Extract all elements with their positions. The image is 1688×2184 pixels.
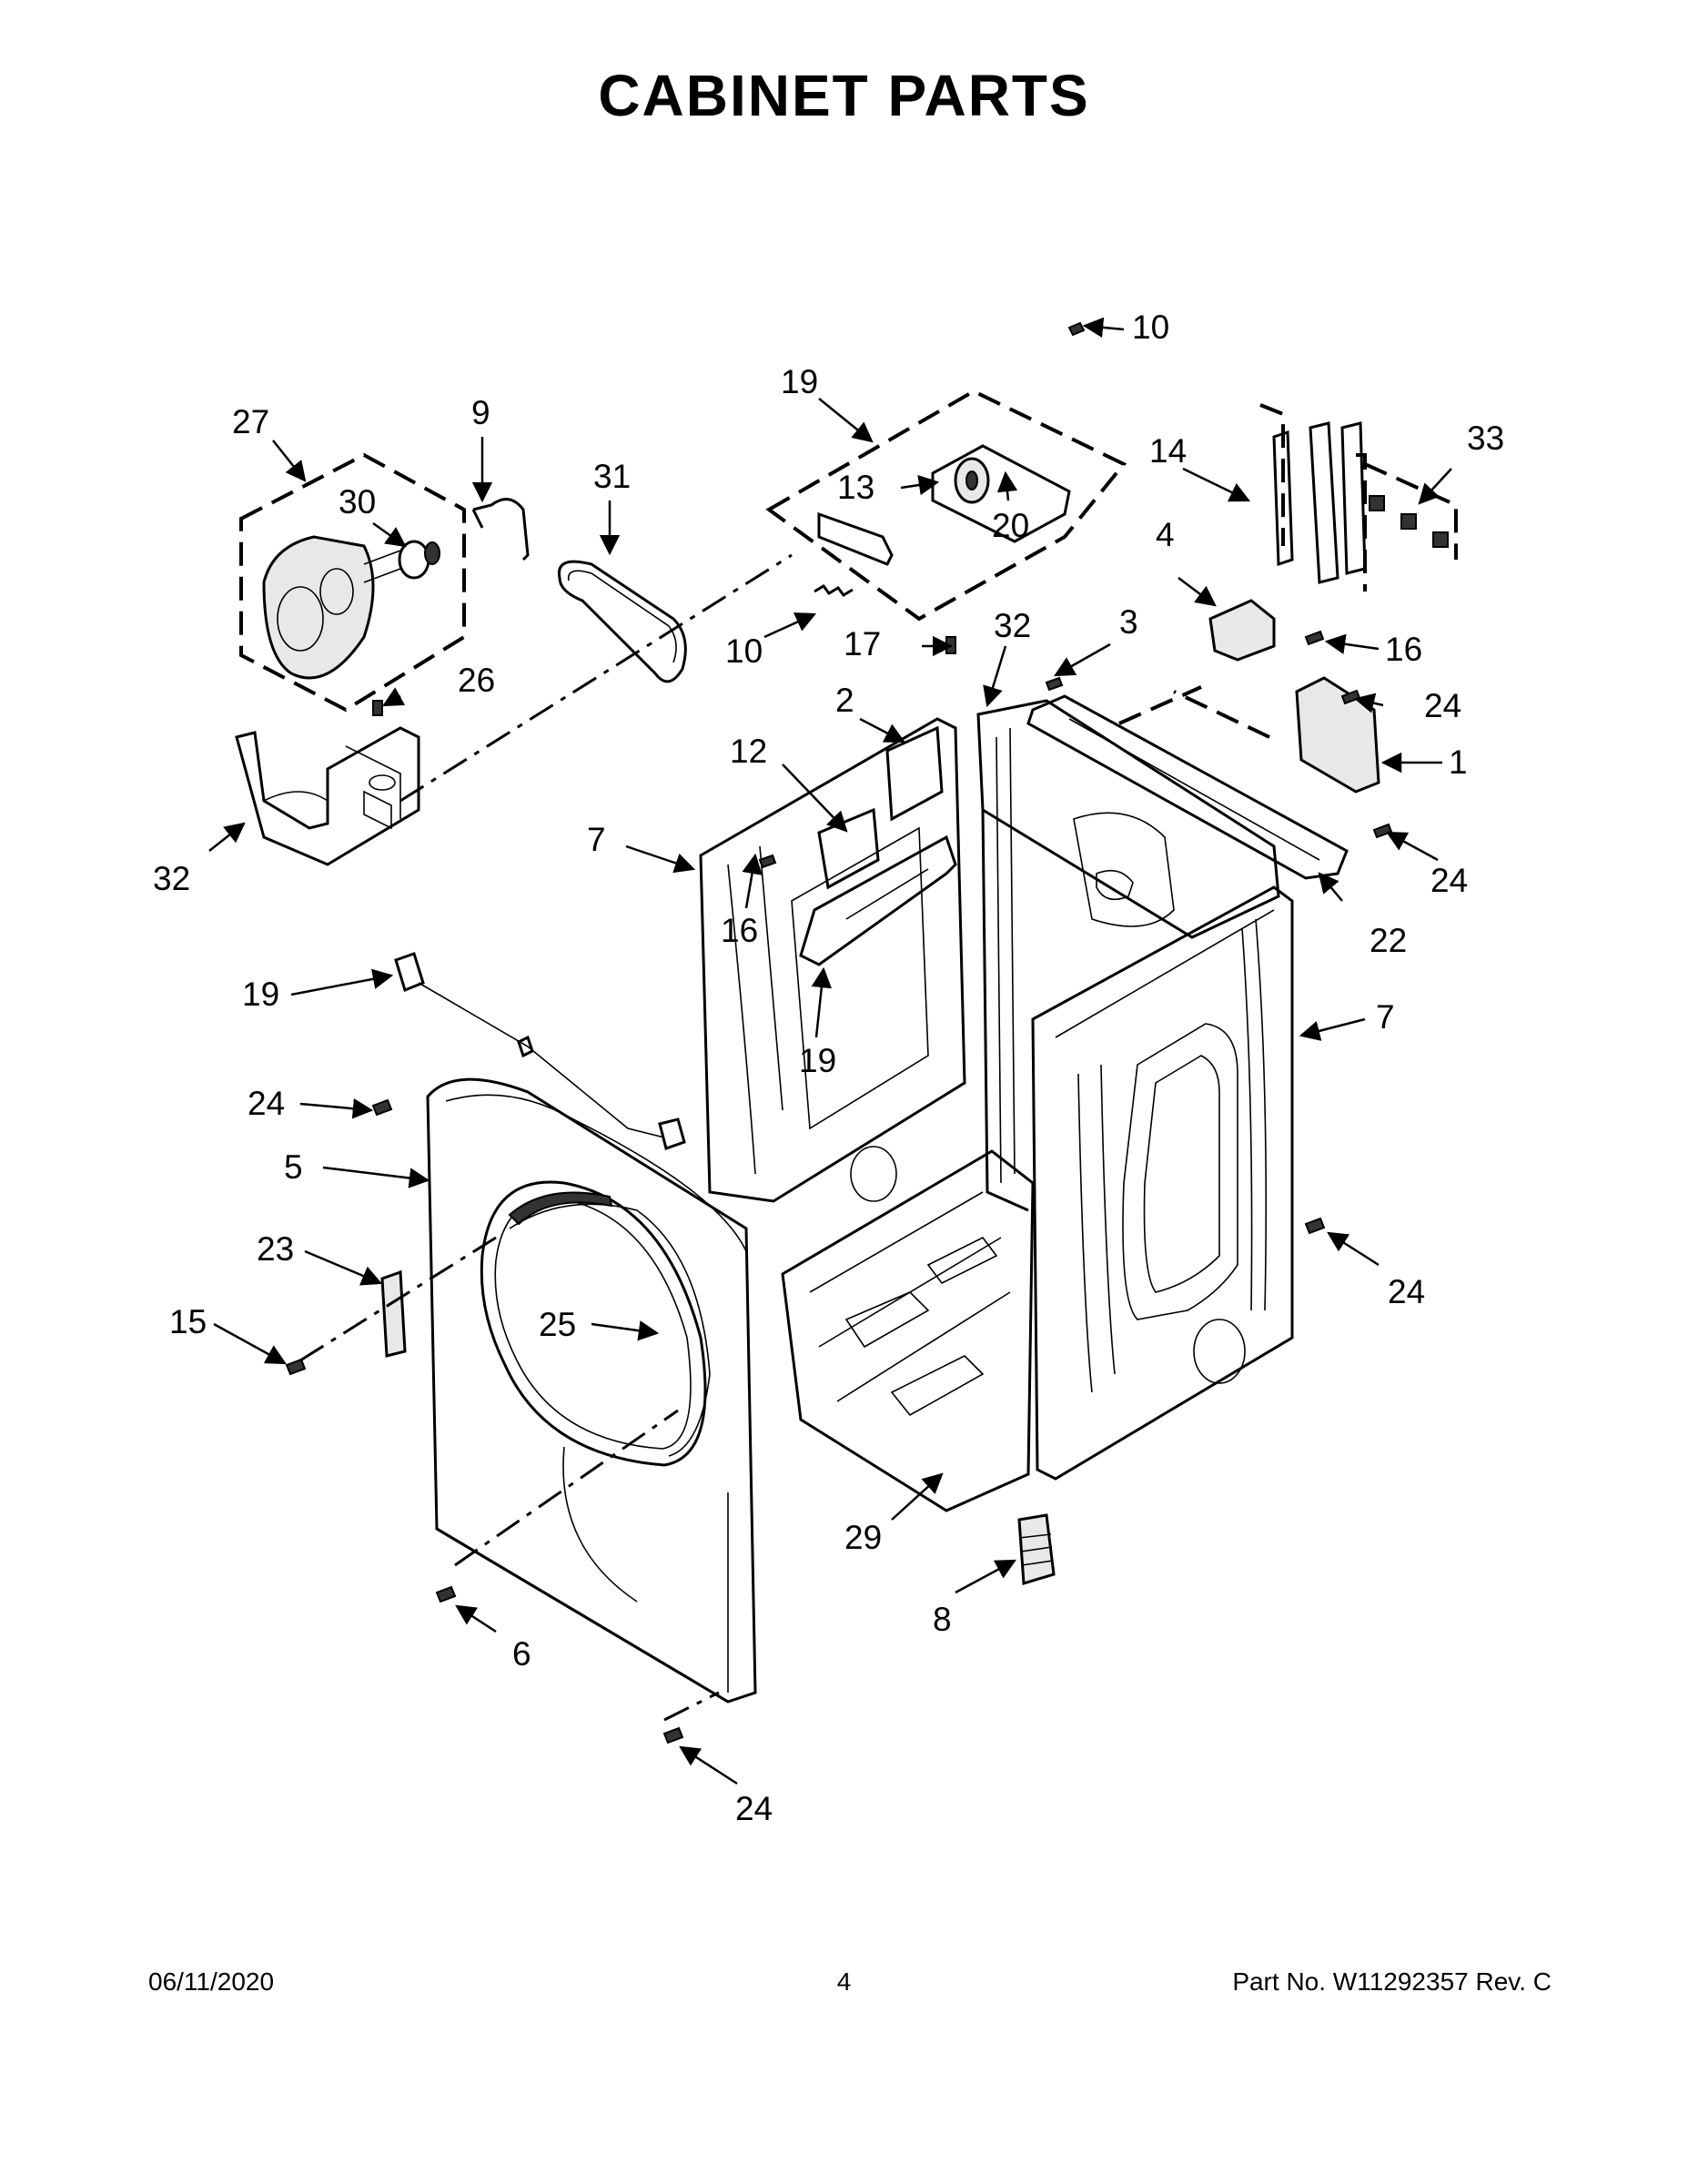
callout-7-left: 7 bbox=[587, 821, 606, 858]
front-panel bbox=[426, 1077, 757, 1704]
callout-24-left: 24 bbox=[248, 1085, 285, 1122]
callout-33: 33 bbox=[1467, 420, 1504, 457]
callout-10: 10 bbox=[725, 632, 763, 670]
callout-8: 8 bbox=[933, 1601, 952, 1638]
callout-21: 19 bbox=[781, 363, 818, 400]
callout-16-right: 16 bbox=[1385, 631, 1422, 668]
callout-30: 31 bbox=[593, 458, 631, 495]
door-seal bbox=[509, 1203, 711, 1457]
callout-19: 19 bbox=[242, 976, 279, 1013]
callout-13: 13 bbox=[837, 469, 874, 506]
callout-2: 2 bbox=[835, 682, 854, 719]
idler-assembly bbox=[765, 389, 1127, 622]
callout-15: 15 bbox=[169, 1303, 207, 1340]
callout-27: 27 bbox=[232, 403, 269, 440]
callout-16-left: 16 bbox=[721, 912, 758, 949]
callout-20: 20 bbox=[992, 507, 1029, 544]
callout-4: 4 bbox=[1156, 516, 1175, 553]
callout-18: 19 bbox=[799, 1042, 836, 1079]
callout-26: 26 bbox=[458, 662, 495, 699]
callout-14: 14 bbox=[1149, 432, 1187, 470]
callout-24-bottom: 24 bbox=[735, 1790, 773, 1827]
callout-3: 3 bbox=[1119, 603, 1138, 641]
callout-24-side: 24 bbox=[1388, 1273, 1425, 1310]
leveling-foot bbox=[1017, 1513, 1056, 1585]
motor-strap bbox=[471, 498, 530, 561]
callout-9: 9 bbox=[471, 394, 490, 431]
wire-harness bbox=[394, 952, 686, 1150]
callout-24-rail: 24 bbox=[1430, 862, 1468, 899]
callout-25: 25 bbox=[539, 1306, 576, 1343]
callout-7-right: 7 bbox=[1376, 998, 1395, 1036]
callout-5: 5 bbox=[284, 1148, 303, 1186]
callout-11: 10 bbox=[1132, 308, 1169, 346]
callout-17: 17 bbox=[844, 625, 881, 662]
callout-24-top: 24 bbox=[1424, 687, 1461, 724]
panel-label bbox=[885, 725, 944, 822]
callout-31: 32 bbox=[994, 607, 1031, 644]
diagram-title: CABINET PARTS bbox=[598, 63, 1090, 128]
callout-labels: 10 19 13 20 27 9 31 30 14 33 4 26 10 17 … bbox=[153, 308, 1504, 1827]
strike-plate bbox=[380, 1269, 407, 1358]
callout-12: 12 bbox=[730, 733, 767, 770]
control-harness-group bbox=[1208, 403, 1458, 662]
side-panel-right bbox=[1031, 885, 1294, 1481]
callout-32: 32 bbox=[153, 860, 190, 897]
control-bracket bbox=[1295, 676, 1380, 794]
spring bbox=[814, 584, 854, 597]
callout-6: 6 bbox=[512, 1635, 531, 1673]
door-strike-bracket bbox=[799, 807, 957, 966]
footer-page-number: 4 bbox=[836, 1967, 852, 1996]
drive-belt bbox=[557, 560, 687, 683]
footer-date: 06/11/2020 bbox=[148, 1967, 275, 1996]
callout-29: 30 bbox=[339, 483, 376, 521]
callout-22: 22 bbox=[1370, 922, 1407, 959]
callout-28: 29 bbox=[844, 1519, 882, 1556]
callout-23: 23 bbox=[257, 1230, 294, 1268]
motor-mount bbox=[235, 726, 420, 866]
side-panel-left bbox=[699, 717, 966, 1203]
base-floor bbox=[781, 1149, 1035, 1512]
cabinet-base bbox=[976, 699, 1280, 1212]
callout-1: 1 bbox=[1449, 743, 1468, 781]
drive-motor-assembly bbox=[239, 452, 466, 713]
leader-lines bbox=[208, 317, 1452, 1785]
footer-part-number: Part No. W11292357 Rev. C bbox=[1232, 1967, 1552, 1996]
